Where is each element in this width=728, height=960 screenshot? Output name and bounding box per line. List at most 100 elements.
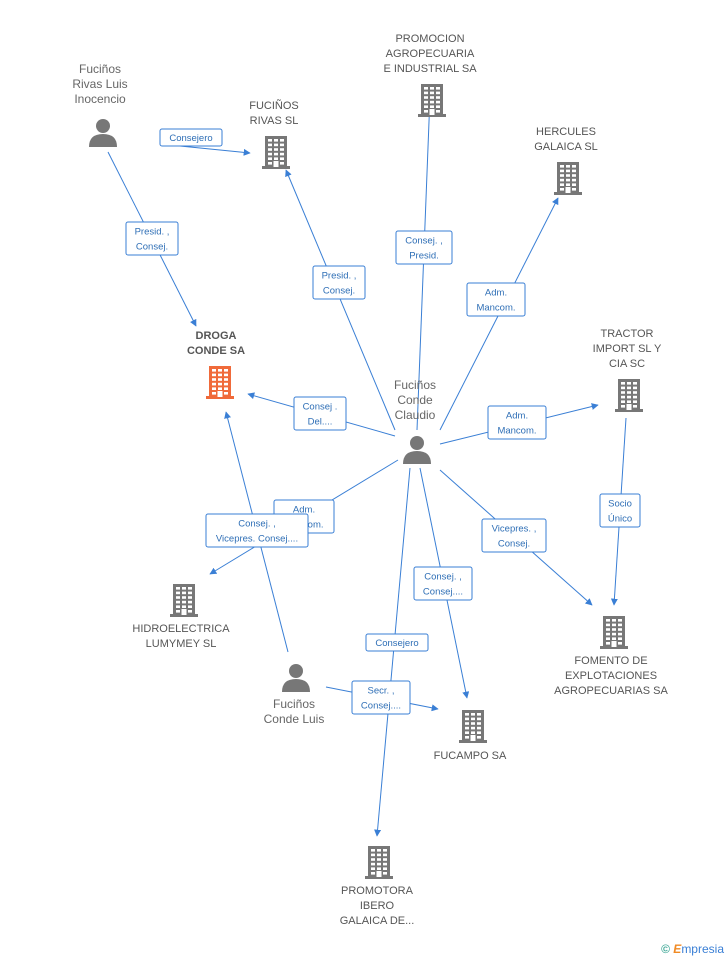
edge-label-p_claudio-fucampo[interactable]: Consej. , Consej.... — [413, 566, 473, 601]
node-label-line: Fuciños — [394, 378, 436, 392]
node-label-line: Fuciños — [79, 62, 121, 76]
edge-label-p_luis-fucampo[interactable]: Secr. , Consej.... — [351, 680, 411, 715]
edge-label-text: Vicepres. Consej.... — [216, 534, 298, 545]
edge-label-text: Consej. , — [424, 572, 462, 583]
edges-layer — [107, 95, 627, 837]
edge-label-p_rivas-droga[interactable]: Presid. ,Consej. — [125, 221, 179, 256]
edge-label-p_claudio-promotora[interactable]: Consejero — [365, 633, 429, 652]
node-label-line: CIA SC — [609, 358, 645, 370]
person-icon — [403, 436, 431, 464]
building-icon — [554, 162, 582, 195]
node-label-line: FUCAMPO SA — [434, 750, 507, 762]
node-label-line: DROGA — [196, 330, 237, 342]
person-icon — [89, 119, 117, 147]
edge-label-box — [159, 128, 223, 147]
building-icon — [418, 84, 446, 117]
company-node-tractor[interactable]: TRACTOR IMPORT SL Y CIA SC — [593, 328, 662, 412]
edge-label-p_claudio-droga[interactable]: Consej . Del.... — [293, 396, 347, 431]
edge-label-p_claudio-tractor[interactable]: Adm.Mancom. — [487, 405, 547, 440]
edge-label-text: Consej. — [498, 539, 530, 550]
edge-label-text: Consej.... — [423, 587, 463, 598]
building-icon — [206, 366, 234, 399]
node-label-line: LUMYMEY SL — [146, 638, 217, 650]
node-label-line: RIVAS SL — [250, 115, 299, 127]
edge-label-text: Adm. — [485, 288, 507, 299]
edge-p_claudio-fucinos_rivas_sl — [285, 169, 396, 431]
edge-label-text: Consejero — [375, 638, 418, 649]
edge-label-text: Consej. — [323, 286, 355, 297]
edge-label-text: Consej . — [303, 402, 338, 413]
copyright-symbol: © — [661, 942, 670, 956]
edge-label-box — [395, 230, 453, 265]
company-node-promotora[interactable]: PROMOTORA IBERO GALAICA DE... — [340, 846, 415, 927]
node-label-line: PROMOCION — [395, 33, 464, 45]
node-label-line: PROMOTORA — [341, 885, 414, 897]
edge-label-box — [599, 493, 641, 528]
building-icon — [170, 584, 198, 617]
edge-label-text: Del.... — [308, 417, 333, 428]
edge-label-p_rivas-fucinos_rivas_sl[interactable]: Consejero — [159, 128, 223, 147]
edge-label-text: Socio — [608, 499, 632, 510]
node-label-line: IMPORT SL Y — [593, 343, 662, 355]
node-label-line: GALAICA DE... — [340, 915, 415, 927]
empresia-footer[interactable]: © Empresia — [661, 942, 724, 956]
brand-initial: E — [673, 942, 682, 956]
edge-p_claudio-promotora — [374, 467, 411, 837]
edge-label-text: Vicepres. , — [492, 524, 537, 535]
company-node-promocion[interactable]: PROMOCION AGROPECUARIA E INDUSTRIAL SA — [383, 33, 477, 117]
node-label-line: FOMENTO DE — [574, 655, 647, 667]
edge-label-p_claudio-promocion[interactable]: Consej. , Presid. — [395, 230, 453, 265]
company-node-hercules[interactable]: HERCULES GALAICA SL — [534, 126, 598, 195]
node-label-line: HERCULES — [536, 126, 596, 138]
edge-label-text: Presid. — [409, 251, 439, 262]
edge-label-text: Presid. , — [135, 227, 170, 238]
edge-label-text: Adm. — [293, 505, 315, 516]
edge-label-box — [365, 633, 429, 652]
node-label-line: Rivas Luis — [72, 77, 127, 91]
node-label-line: GALAICA SL — [534, 141, 598, 153]
building-icon — [365, 846, 393, 879]
node-label-line: AGROPECUARIA — [386, 48, 475, 60]
edge-label-box — [481, 518, 547, 553]
edge-label-p_claudio-fucinos_rivas_sl[interactable]: Presid. , Consej. — [312, 265, 366, 300]
edge-label-text: Consej.... — [361, 701, 401, 712]
edge-label-text: Consej. , — [238, 519, 276, 530]
edge-label-box — [125, 221, 179, 256]
edge-label-box — [351, 680, 411, 715]
building-icon — [615, 379, 643, 412]
node-label-line: HIDROELECTRICA — [132, 623, 230, 635]
edge-label-box — [312, 265, 366, 300]
node-label-line: E INDUSTRIAL SA — [383, 63, 477, 75]
company-node-fucampo[interactable]: FUCAMPO SA — [434, 710, 507, 762]
brand-name: mpresia — [681, 942, 724, 956]
edge-label-box — [293, 396, 347, 431]
edge-label-text: Consejero — [169, 133, 212, 144]
node-label-line: IBERO — [360, 900, 395, 912]
edge-label-p_claudio-hercules[interactable]: Adm.Mancom. — [466, 282, 526, 317]
edge-label-p_luis-droga[interactable]: Consej. , Vicepres. Consej.... — [205, 513, 309, 548]
edge-label-box — [487, 405, 547, 440]
building-icon — [600, 616, 628, 649]
edge-label-box — [466, 282, 526, 317]
edge-label-text: Presid. , — [322, 271, 357, 282]
company-node-hidro[interactable]: HIDROELECTRICA LUMYMEY SL — [132, 584, 230, 650]
node-label-line: EXPLOTACIONES — [565, 670, 657, 682]
edge-label-text: Secr. , — [368, 686, 395, 697]
person-icon — [282, 664, 310, 692]
edge-label-text: Mancom. — [497, 426, 536, 437]
edge-label-text: Consej. , — [405, 236, 443, 247]
node-label-line: TRACTOR — [601, 328, 654, 340]
edge-label-p_claudio-fomento[interactable]: Vicepres. , Consej. — [481, 518, 547, 553]
node-label-line: Fuciños — [273, 697, 315, 711]
building-icon — [262, 136, 290, 169]
